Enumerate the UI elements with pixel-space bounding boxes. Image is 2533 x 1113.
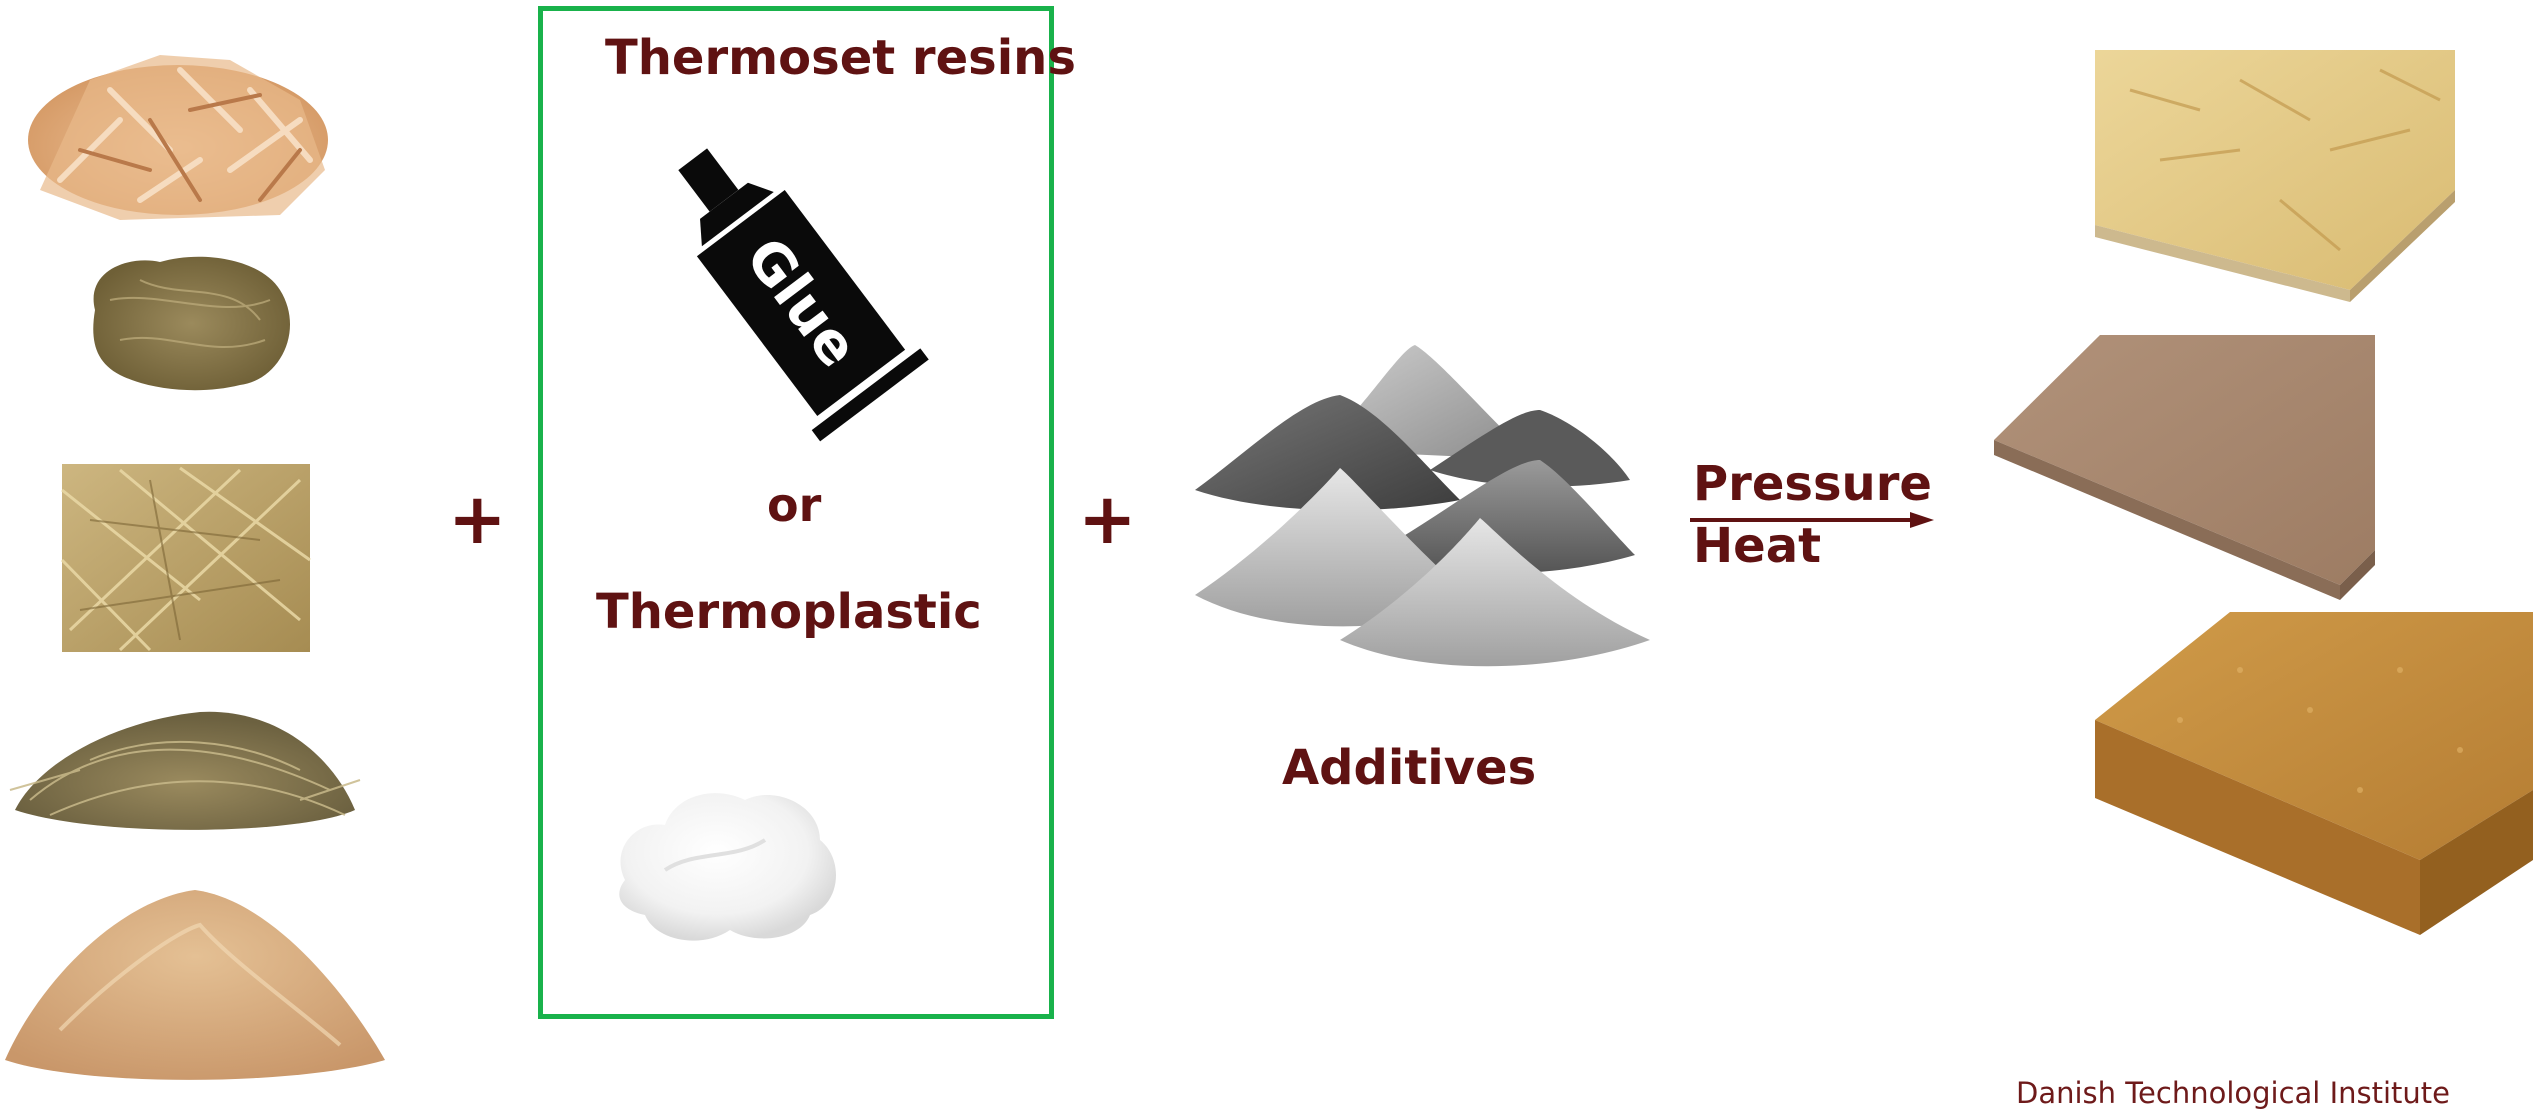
hay-pile-image	[9, 711, 361, 830]
fiberboard-panel-image	[1994, 335, 2375, 600]
fiber-insulation-slab-image	[2095, 612, 2533, 935]
glue-tube-icon: Glue	[678, 148, 929, 442]
plus-sign-1: +	[448, 478, 507, 560]
binder-box	[538, 6, 1054, 1019]
raw-materials-column	[5, 55, 385, 1080]
or-label: or	[767, 478, 822, 532]
wood-chips-image	[28, 55, 328, 220]
fiber-tuft-image	[93, 256, 291, 391]
products-column	[1994, 50, 2533, 935]
sawdust-pile-image	[5, 890, 385, 1080]
thermoset-resins-label: Thermoset resins	[605, 30, 1076, 86]
thermoplastic-label: Thermoplastic	[596, 584, 982, 640]
thermoplastic-cotton-image	[619, 793, 837, 941]
osb-board-image	[2095, 50, 2455, 302]
straw-texture-image	[60, 464, 311, 652]
additives-powder-piles-image	[1195, 345, 1650, 667]
credit-text: Danish Technological Institute	[2016, 1076, 2451, 1110]
process-arrow-icon	[1690, 512, 1934, 528]
plus-sign-2: +	[1078, 478, 1137, 560]
additives-label: Additives	[1282, 740, 1537, 796]
pressure-label: Pressure	[1693, 456, 1932, 512]
heat-label: Heat	[1693, 518, 1822, 574]
